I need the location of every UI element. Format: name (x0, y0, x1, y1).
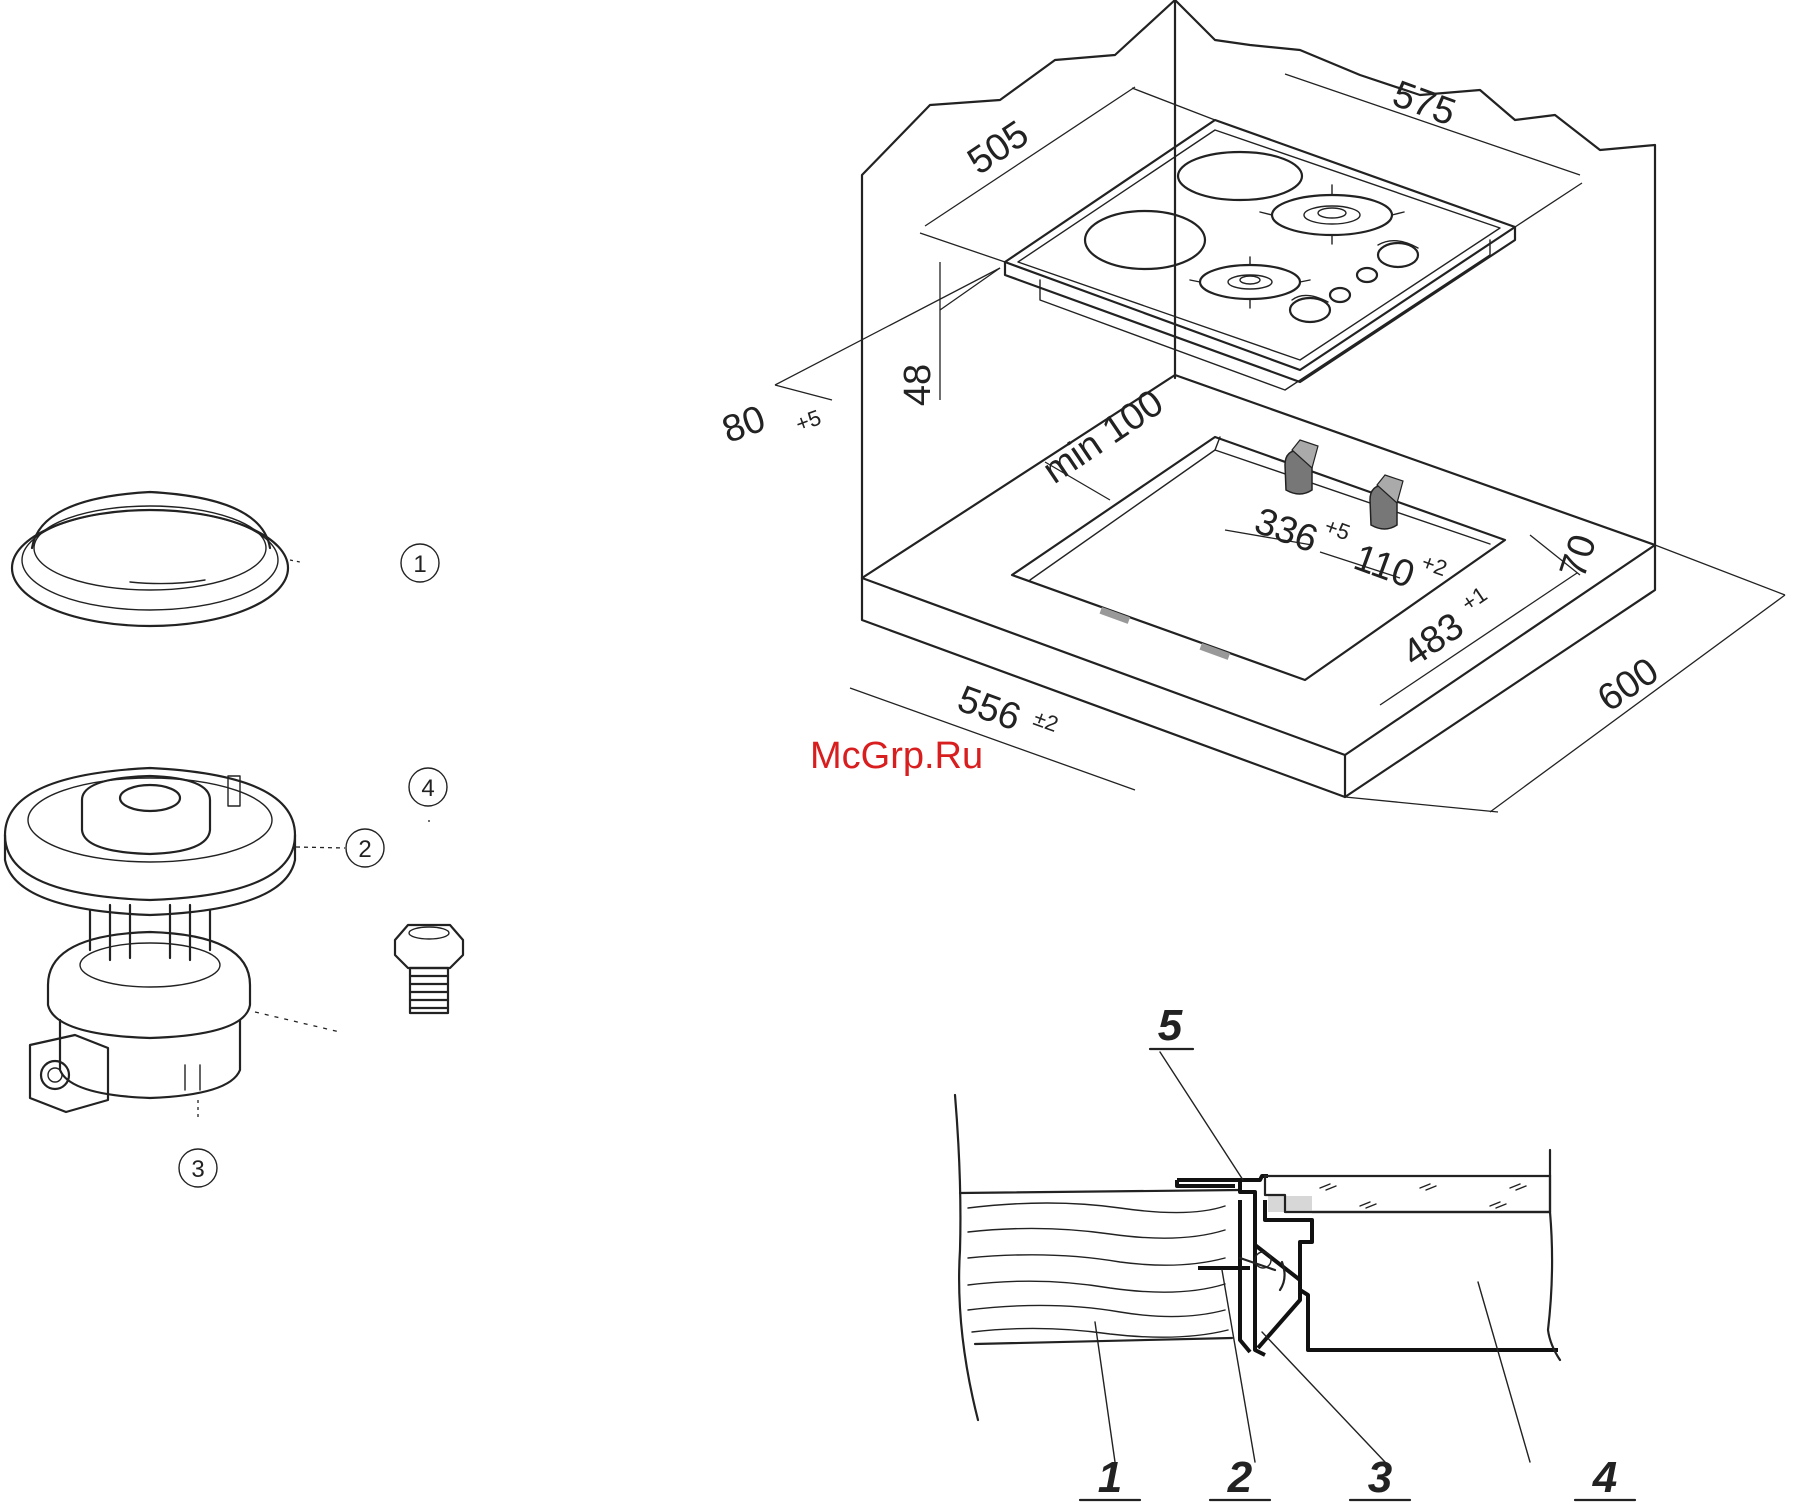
dim-hob-width: 575 (1387, 73, 1461, 134)
part-label-4: 4 (409, 768, 447, 806)
dim-cutout-width-tol: ±2 (1030, 705, 1061, 737)
glass-top (1265, 1176, 1550, 1212)
dim-worktop-depth: 600 (1590, 650, 1666, 720)
cross-section: 5 1 2 3 4 (955, 1001, 1635, 1502)
burner-parts-group: 1 2 (5, 492, 463, 1187)
section-label-2: 2 (1227, 1453, 1253, 1502)
svg-text:3: 3 (191, 1156, 204, 1183)
dim-cutout-width: 556 (952, 678, 1026, 739)
dim-hob-depth: 505 (960, 113, 1036, 183)
part-label-3: 3 (179, 1149, 217, 1187)
dim-bracket-b: 110 (1348, 537, 1419, 597)
cooking-zone-large (1085, 211, 1205, 269)
installation-isometric: 575 505 48 80 +5 min 100 336 +5 110 +2 7… (717, 0, 1785, 812)
dim-bracket-a-tol: +5 (1321, 513, 1353, 545)
nozzle-thread (410, 976, 448, 1008)
cooking-zone-small (1178, 152, 1302, 200)
dim-back-clearance-tol: +5 (792, 405, 824, 437)
section-label-1: 1 (1098, 1453, 1122, 1502)
burner-cap (12, 492, 300, 626)
svg-text:4: 4 (421, 775, 434, 802)
hob (1005, 120, 1515, 390)
burner-body (30, 905, 340, 1120)
dim-cutout-depth-tol: +1 (1457, 581, 1492, 616)
dim-back-clearance: 80 (717, 398, 771, 452)
svg-text:1: 1 (413, 551, 426, 578)
section-label-4: 4 (1592, 1453, 1617, 1502)
dim-front-edge: 70 (1552, 530, 1605, 583)
dim-cutout-depth: 483 (1395, 605, 1471, 675)
seal-frame (1177, 1176, 1268, 1355)
hob-body (1265, 1150, 1560, 1360)
section-label-5: 5 (1158, 1001, 1183, 1050)
dim-hob-height: 48 (897, 364, 939, 406)
wall-outline (862, 0, 1175, 578)
dim-side-clearance: min 100 (1036, 382, 1172, 492)
watermark: McGrp.Ru (810, 735, 983, 777)
part-label-2: 2 (346, 829, 384, 867)
svg-text:2: 2 (358, 836, 371, 863)
dim-bracket-b-tol: +2 (1418, 549, 1450, 581)
dim-bracket-a: 336 (1249, 500, 1323, 561)
control-knobs (1290, 241, 1418, 322)
part-label-1: 1 (401, 544, 439, 582)
section-label-3: 3 (1368, 1453, 1392, 1502)
flame-spreader (5, 768, 345, 915)
injector-nozzle (395, 820, 463, 1013)
